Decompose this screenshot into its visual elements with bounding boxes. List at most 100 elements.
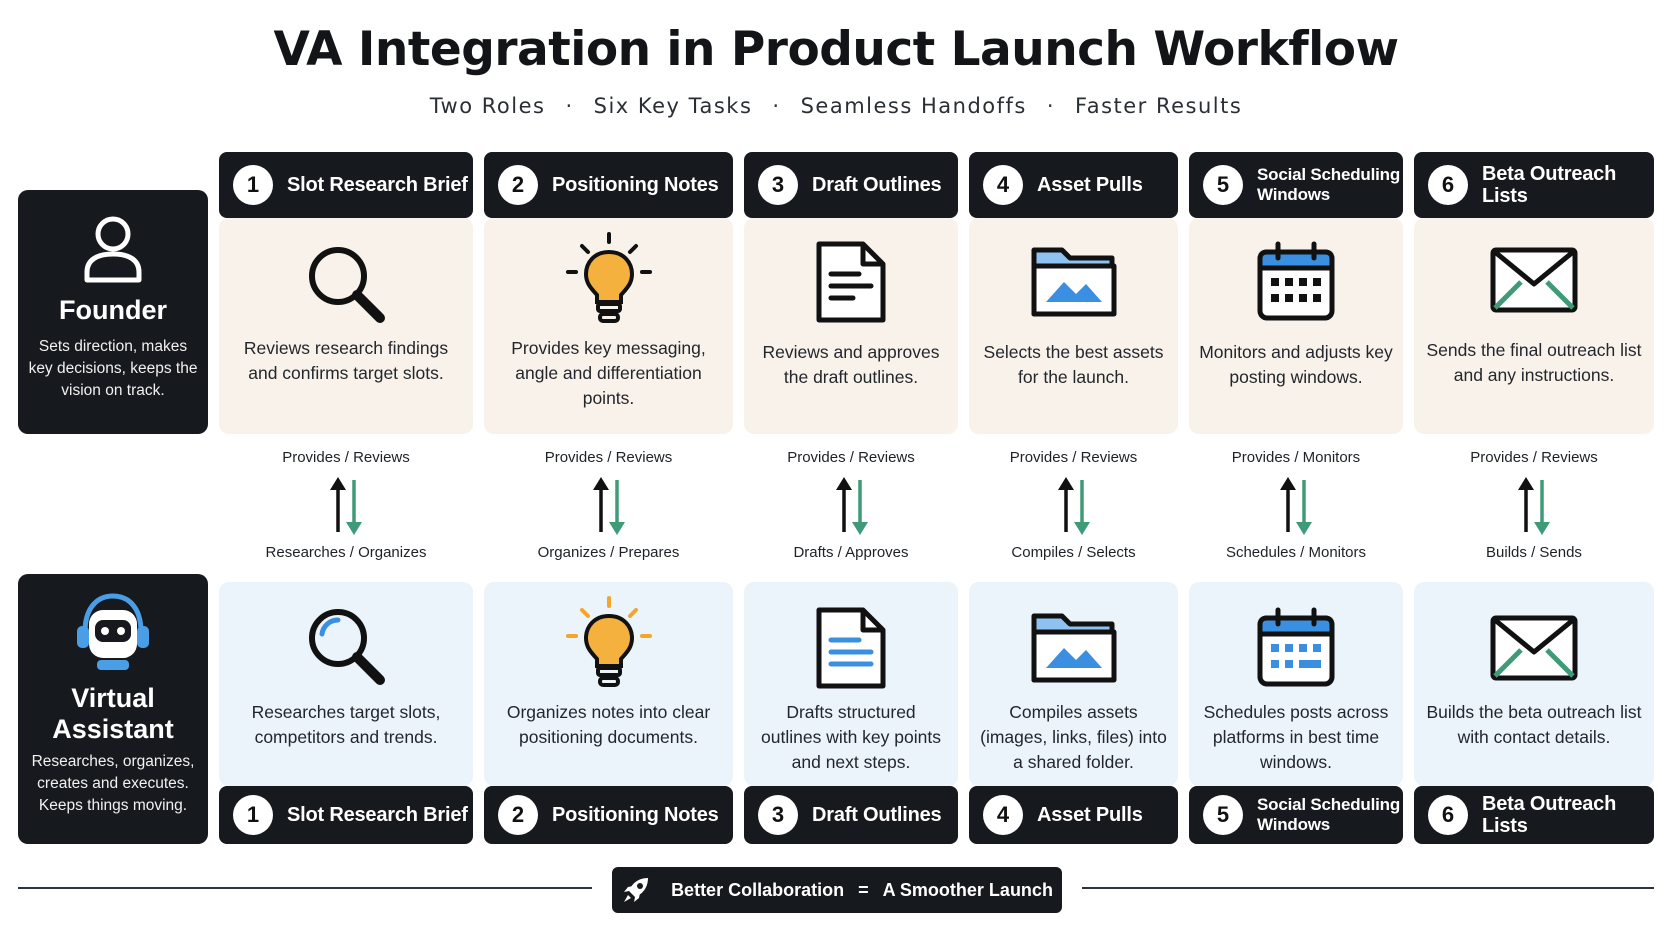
calendar-icon: [1257, 607, 1335, 687]
subtitle-separator: ·: [565, 94, 574, 118]
handoff-arrows-icon: [593, 477, 625, 535]
task-header-4: 4 Asset Pulls: [969, 152, 1178, 218]
task-label: Draft Outlines: [812, 804, 942, 826]
va-description: Researches, organizes, creates and execu…: [31, 753, 195, 814]
task-label: Social Scheduling Windows: [1257, 795, 1400, 835]
robot-headset-icon: [77, 593, 149, 670]
va-task-card-4: Compiles assets (images, links, files) i…: [969, 582, 1178, 786]
step-number: 2: [498, 165, 538, 205]
va-task-text: Drafts structured outlines with key poin…: [761, 702, 941, 772]
task-label: Draft Outlines: [812, 174, 942, 196]
va-task-card-1: Researches target slots, competitors and…: [219, 582, 473, 786]
task-footer-1: 1 Slot Research Brief: [219, 786, 473, 844]
va-name-line2: Assistant: [52, 714, 174, 744]
step-number: 4: [983, 165, 1023, 205]
va-relation-label: Drafts / Approves: [793, 544, 909, 561]
va-relation-label: Builds / Sends: [1486, 544, 1582, 561]
founder-role-card: Founder Sets direction, makes key decisi…: [18, 190, 208, 434]
step-number: 5: [1203, 165, 1243, 205]
task-header-5: 5 Social Scheduling Windows: [1189, 152, 1403, 218]
footer-right-text: A Smoother Launch: [882, 879, 1053, 900]
task-label-line: Windows: [1257, 815, 1331, 834]
founder-relation-label: Provides / Reviews: [282, 449, 410, 466]
task-label: Asset Pulls: [1037, 804, 1143, 826]
task-label: Slot Research Brief: [287, 174, 468, 196]
subtitle-item: Faster Results: [1075, 94, 1243, 118]
image-folder-icon: [1031, 247, 1116, 317]
founder-name: Founder: [59, 295, 167, 325]
step-number: 3: [758, 165, 798, 205]
founder-relation-label: Provides / Reviews: [1009, 449, 1138, 466]
task-label: Slot Research Brief: [287, 804, 468, 826]
task-footer-5: 5 Social Scheduling Windows: [1189, 786, 1403, 844]
subtitle-item: Seamless Handoffs: [800, 94, 1027, 118]
footer-equals: =: [858, 879, 869, 900]
founder-task-card-6: Sends the final outreach list and any in…: [1414, 218, 1654, 434]
founder-description: Sets direction, makes key decisions, kee…: [28, 338, 198, 399]
task-label: Beta Outreach Lists: [1482, 163, 1617, 207]
handoff-arrows-icon: [836, 477, 868, 535]
va-task-text: Organizes notes into clear positioning d…: [506, 702, 711, 747]
subtitle-separator: ·: [1046, 94, 1056, 118]
envelope-icon: [1490, 247, 1578, 313]
va-relation-label: Schedules / Monitors: [1225, 544, 1367, 561]
magnifier-icon: [309, 609, 385, 685]
footer-left-text: Better Collaboration: [671, 879, 845, 900]
step-number: 6: [1428, 795, 1468, 835]
founder-task-text: Provides key messaging, angle and differ…: [511, 338, 706, 408]
founder-task-card-4: Selects the best assets for the launch.: [969, 218, 1178, 434]
calendar-icon: [1257, 241, 1335, 321]
founder-task-text: Selects the best assets for the launch.: [983, 342, 1164, 387]
task-label-line: Social Scheduling: [1257, 795, 1401, 814]
step-number: 1: [233, 795, 273, 835]
task-footer-6: 6 Beta Outreach Lists: [1414, 786, 1654, 844]
lightbulb-icon: [565, 596, 652, 687]
task-label: Positioning Notes: [552, 174, 719, 196]
task-label: Social Scheduling Windows: [1257, 165, 1400, 205]
handoff-arrows-icon: [330, 477, 362, 535]
step-number: 6: [1428, 165, 1468, 205]
task-header-2: 2 Positioning Notes: [484, 152, 733, 218]
handoff-arrows-icon: [1280, 477, 1312, 535]
founder-relation-label: Provides / Reviews: [787, 449, 915, 466]
task-footer-3: 3 Draft Outlines: [744, 786, 958, 844]
divider-line: [1082, 887, 1654, 889]
va-relation-label: Compiles / Selects: [1011, 544, 1136, 561]
task-header-3: 3 Draft Outlines: [744, 152, 958, 218]
person-icon: [84, 216, 142, 283]
task-header-1: 1 Slot Research Brief: [219, 152, 473, 218]
task-label-line: Windows: [1257, 185, 1331, 204]
va-relation-label: Organizes / Prepares: [537, 544, 680, 561]
va-relation-label: Researches / Organizes: [265, 544, 427, 561]
subtitle-item: Two Roles: [429, 94, 546, 118]
divider-line: [18, 887, 592, 889]
handoff-arrows-icon: [1518, 477, 1550, 535]
founder-relation-label: Provides / Monitors: [1231, 449, 1361, 466]
va-name-line1: Virtual: [71, 683, 155, 713]
task-label: Positioning Notes: [552, 804, 719, 826]
envelope-icon: [1490, 615, 1578, 681]
document-icon: [816, 607, 886, 689]
founder-task-card-2: Provides key messaging, angle and differ…: [484, 218, 733, 434]
page-title: VA Integration in Product Launch Workflo…: [273, 22, 1399, 77]
founder-task-text: Reviews and approves the draft outlines.: [762, 342, 940, 387]
founder-task-card-3: Reviews and approves the draft outlines.: [744, 218, 958, 434]
founder-relation-label: Provides / Reviews: [1470, 449, 1598, 466]
step-number: 2: [498, 795, 538, 835]
va-task-text: Builds the beta outreach list with conta…: [1426, 702, 1642, 747]
lightbulb-icon: [565, 232, 652, 323]
founder-task-text: Reviews research findings and confirms t…: [243, 338, 449, 383]
document-icon: [816, 241, 886, 323]
task-label-line: Social Scheduling: [1257, 165, 1401, 184]
step-number: 4: [983, 795, 1023, 835]
image-folder-icon: [1031, 613, 1116, 683]
handoff-arrows-icon: [1058, 477, 1090, 535]
task-footer-4: 4 Asset Pulls: [969, 786, 1178, 844]
va-task-card-2: Organizes notes into clear positioning d…: [484, 582, 733, 786]
founder-task-text: Sends the final outreach list and any in…: [1426, 340, 1642, 385]
task-header-6: 6 Beta Outreach Lists: [1414, 152, 1654, 218]
subtitle-item: Six Key Tasks: [593, 94, 753, 118]
va-task-card-6: Builds the beta outreach list with conta…: [1414, 582, 1654, 786]
task-label: Asset Pulls: [1037, 174, 1143, 196]
subtitle: Two Roles · Six Key Tasks · Seamless Handoff…: [0, 94, 1672, 118]
